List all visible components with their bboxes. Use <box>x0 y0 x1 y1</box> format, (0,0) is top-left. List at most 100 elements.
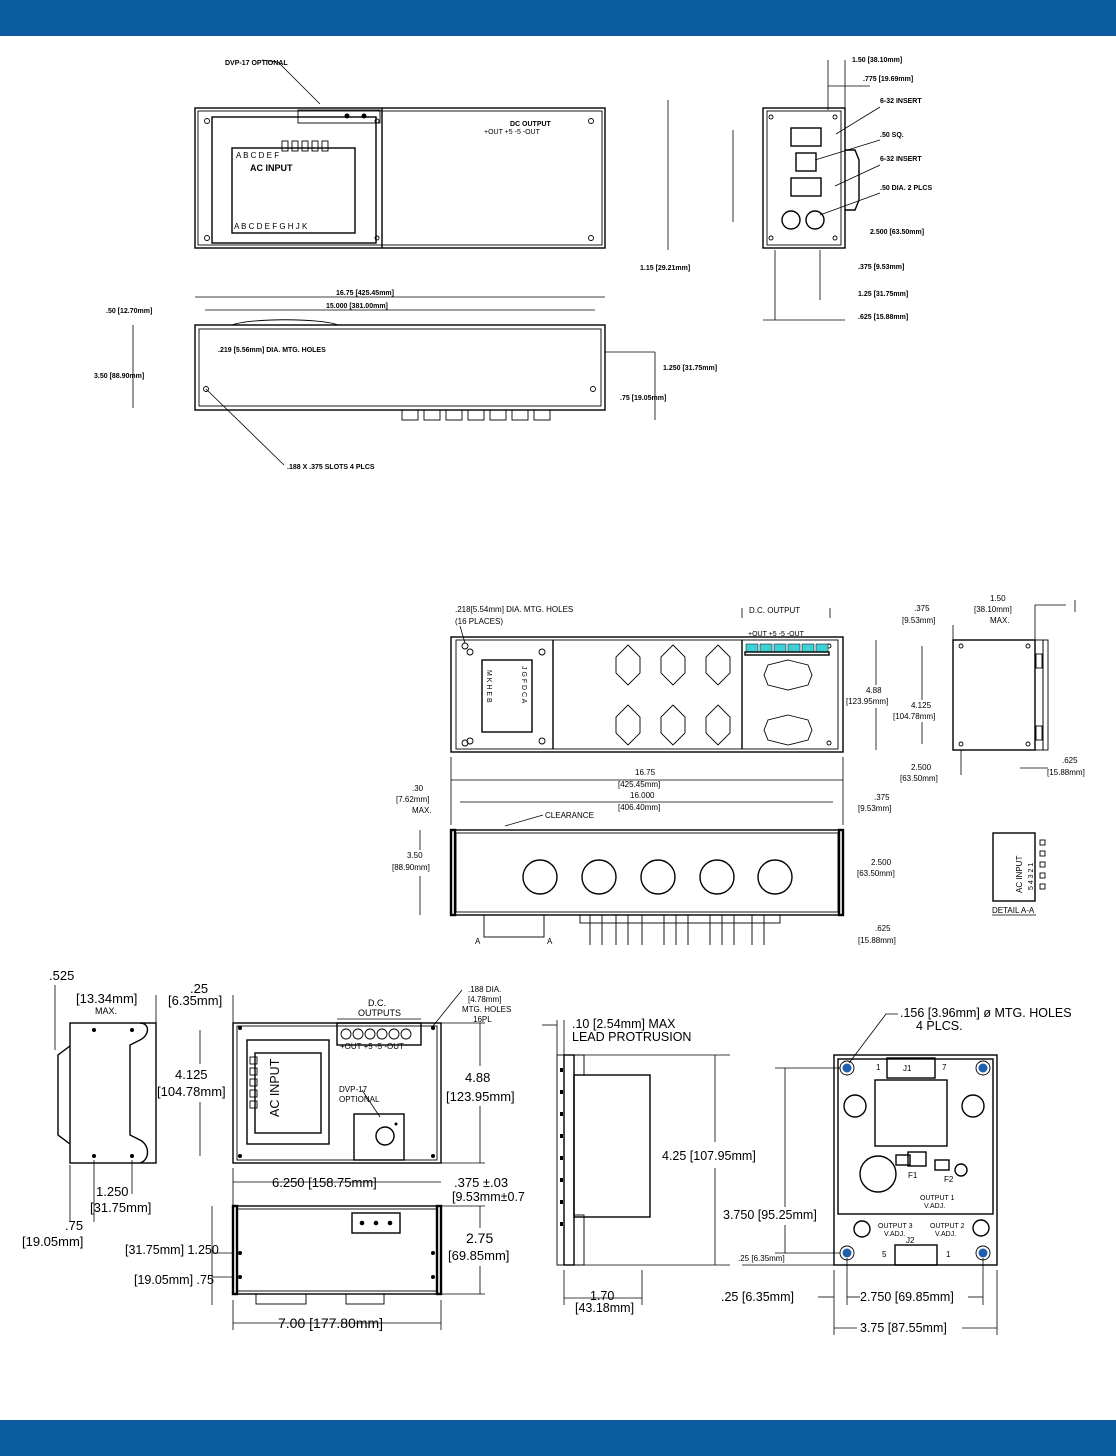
tb-left-letters: M K H E B <box>485 670 492 703</box>
dim-1675: 16.75 <box>635 768 656 777</box>
tb-right-letters: J G F D C A <box>520 666 527 704</box>
lead-protrusion-2: LEAD PROTRUSION <box>572 1030 691 1044</box>
dim-350: 3.50 <box>407 851 423 860</box>
dvp-optional: OPTIONAL <box>339 1095 380 1104</box>
dc-terms3: +OUT +5 -5 -OUT <box>340 1042 404 1051</box>
dia-label-4: 16PL <box>473 1015 492 1024</box>
dim-2750: 2.750 [69.85mm] <box>860 1290 954 1304</box>
dim-488-mm: [123.95mm] <box>846 697 888 706</box>
detail-ac-input: AC INPUT <box>1015 856 1024 893</box>
dim-525-mm: [13.34mm] <box>76 991 137 1006</box>
dim-mtg-holes: .219 [5.56mm] DIA. MTG. HOLES <box>218 347 326 354</box>
top-header-bar <box>0 0 1116 36</box>
dim-slots: .188 X .375 SLOTS 4 PLCS <box>287 464 375 471</box>
dim-6250: 6.250 [158.75mm] <box>272 1175 377 1190</box>
dim-side-offset-1: 1.250 [31.75mm] <box>663 365 717 372</box>
dim-right-2: 1.25 [31.75mm] <box>858 291 908 298</box>
drawing-3-bottom-view: 6.250 [158.75mm] .375 ±.03 [9.53mm±0.7 [… <box>125 1168 525 1331</box>
drawing-1-front-view: AC INPUT A B C D E F A B C D E F G H J K… <box>194 59 606 249</box>
dim-3750: 3.750 [95.25mm] <box>723 1208 817 1222</box>
dim-thread-1: 6-32 INSERT <box>880 98 922 105</box>
pin-1-label: 1 <box>876 1063 881 1072</box>
dim-plug: .50 DIA. 2 PLCS <box>880 185 932 192</box>
dim-25-large: .25 [6.35mm] <box>721 1290 794 1304</box>
drawing-4-side-view: .10 [2.54mm] MAX LEAD PROTRUSION 4.25 [1… <box>542 1017 756 1315</box>
dim-1250-mm: [31.75mm] <box>90 1200 151 1215</box>
dim-2500b: 2.500 <box>871 858 892 867</box>
dim-375b-mm: [9.53mm] <box>858 804 891 813</box>
output-1-label: OUTPUT 1 <box>920 1195 955 1202</box>
dim-right-1: .375 [9.53mm] <box>858 264 904 271</box>
dim-25-mm: [6.35mm] <box>168 993 222 1008</box>
dim-150-mm: [38.10mm] <box>974 605 1012 614</box>
dim-2500b-mm: [63.50mm] <box>857 869 895 878</box>
dc-output-label: DC OUTPUT <box>510 121 552 128</box>
drawing-3-side-view: .525 [13.34mm] MAX. .25 [6.35mm] 4.125 [… <box>22 968 234 1249</box>
dim-30-max: MAX. <box>412 806 432 815</box>
dim-length-outer: 16.75 [425.45mm] <box>336 290 394 297</box>
dc-output-terms: +OUT +5 -5 -OUT <box>484 129 541 136</box>
output-3-adj: V.ADJ. <box>884 1231 905 1238</box>
dim-side-top-1: 1.50 [38.10mm] <box>852 57 902 64</box>
dim-375-top-mm: [9.53mm] <box>902 616 935 625</box>
dc-output-heading: D.C. OUTPUT <box>749 606 800 615</box>
drawing-2-front-view: M K H E B J G F D C A +OUT +5 -5 -OUT .2… <box>450 605 844 753</box>
detail-pins: 5 4 3 2 1 <box>1028 863 1035 890</box>
dim-350-mm: [88.90mm] <box>392 863 430 872</box>
dim-488-3: 4.88 <box>465 1070 490 1085</box>
dim-left-width: 1.15 [29.21mm] <box>640 265 690 272</box>
output-1-adj: V.ADJ. <box>924 1203 945 1210</box>
dim-25-small: .25 [6.35mm] <box>738 1254 785 1263</box>
drawing-1-side-view: 1.50 [38.10mm] .775 [19.69mm] 6-32 INSER… <box>640 57 932 321</box>
dim-625a: .625 <box>1062 756 1078 765</box>
f1-label: F1 <box>908 1171 918 1180</box>
dim-length-inner: 15.000 [381.00mm] <box>326 303 388 310</box>
pin-5-label: 5 <box>882 1250 887 1259</box>
dia-label-2: [4.78mm] <box>468 995 501 1004</box>
dim-1250: 1.250 <box>96 1184 129 1199</box>
detail-label: DETAIL A-A <box>992 906 1035 915</box>
ac-input-label3: AC INPUT <box>268 1058 282 1117</box>
lead-protrusion-1: .10 [2.54mm] MAX <box>572 1017 676 1031</box>
dim-375-3: .375 ±.03 <box>454 1175 508 1190</box>
dim-side-offset-2: .75 [19.05mm] <box>620 395 666 402</box>
detail-a-a: AC INPUT 5 4 3 2 1 DETAIL A-A <box>992 832 1046 916</box>
dim-1250-left: [31.75mm] 1.250 <box>125 1243 219 1257</box>
holes-label-1: .156 [3.96mm] ø MTG. HOLES <box>900 1006 1072 1020</box>
dim-25: .25 <box>190 981 208 996</box>
dim-375-3-mm: [9.53mm±0.7 <box>452 1190 525 1204</box>
dim-max: MAX. <box>990 616 1010 625</box>
dim-525: .525 <box>49 968 74 983</box>
j1-label: J1 <box>903 1064 912 1073</box>
output-2-label: OUTPUT 2 <box>930 1223 965 1230</box>
clearance-label: CLEARANCE <box>545 811 594 820</box>
dim-max3: MAX. <box>95 1006 117 1016</box>
dim-625b-mm: [15.88mm] <box>858 936 896 945</box>
drawing-3-front-view: AC INPUT +OUT +5 -5 -OUT DVP-17 OPTIONAL… <box>232 985 515 1164</box>
dim-170: 1.70 <box>590 1289 614 1303</box>
dim-side-top-2: .775 [19.69mm] <box>863 76 913 83</box>
dim-16000: 16.000 <box>630 791 655 800</box>
dim-700: 7.00 [177.80mm] <box>278 1315 383 1331</box>
dim-75-left: [19.05mm] .75 <box>134 1273 214 1287</box>
output-3-label: OUTPUT 3 <box>878 1223 913 1230</box>
dim-75-mm: [19.05mm] <box>22 1234 83 1249</box>
dim-30: .30 <box>412 784 424 793</box>
dim-thread-3: 6-32 INSERT <box>880 156 922 163</box>
dc-terms-label: +OUT +5 -5 -OUT <box>748 631 805 638</box>
dim-1675-mm: [425.45mm] <box>618 780 660 789</box>
dim-2500a: 2.500 <box>911 763 932 772</box>
dim-375b: .375 <box>874 793 890 802</box>
dia-label-3: MTG. HOLES <box>462 1005 511 1014</box>
dim-75: .75 <box>65 1218 83 1233</box>
dvp-label: DVP-17 <box>339 1085 368 1094</box>
dim-4125: 4.125 <box>175 1067 208 1082</box>
mtg-holes-label: .218[5.54mm] DIA. MTG. HOLES <box>455 605 573 614</box>
output-2-adj: V.ADJ. <box>935 1231 956 1238</box>
mtg-places-label: (16 PLACES) <box>455 617 503 626</box>
drawing-4-board-view: J1 1 7 F1 F2 OUTPUT 1 V.ADJ. OUTPUT 3 V.… <box>721 1006 1072 1335</box>
optional-note: DVP-17 OPTIONAL <box>225 60 288 67</box>
drawing-1-bottom-view: 16.75 [425.45mm] 15.000 [381.00mm] .50 [… <box>94 290 717 471</box>
tb-top-letters: A B C D E F <box>236 151 279 160</box>
dim-height-side: 3.50 [88.90mm] <box>94 373 144 380</box>
